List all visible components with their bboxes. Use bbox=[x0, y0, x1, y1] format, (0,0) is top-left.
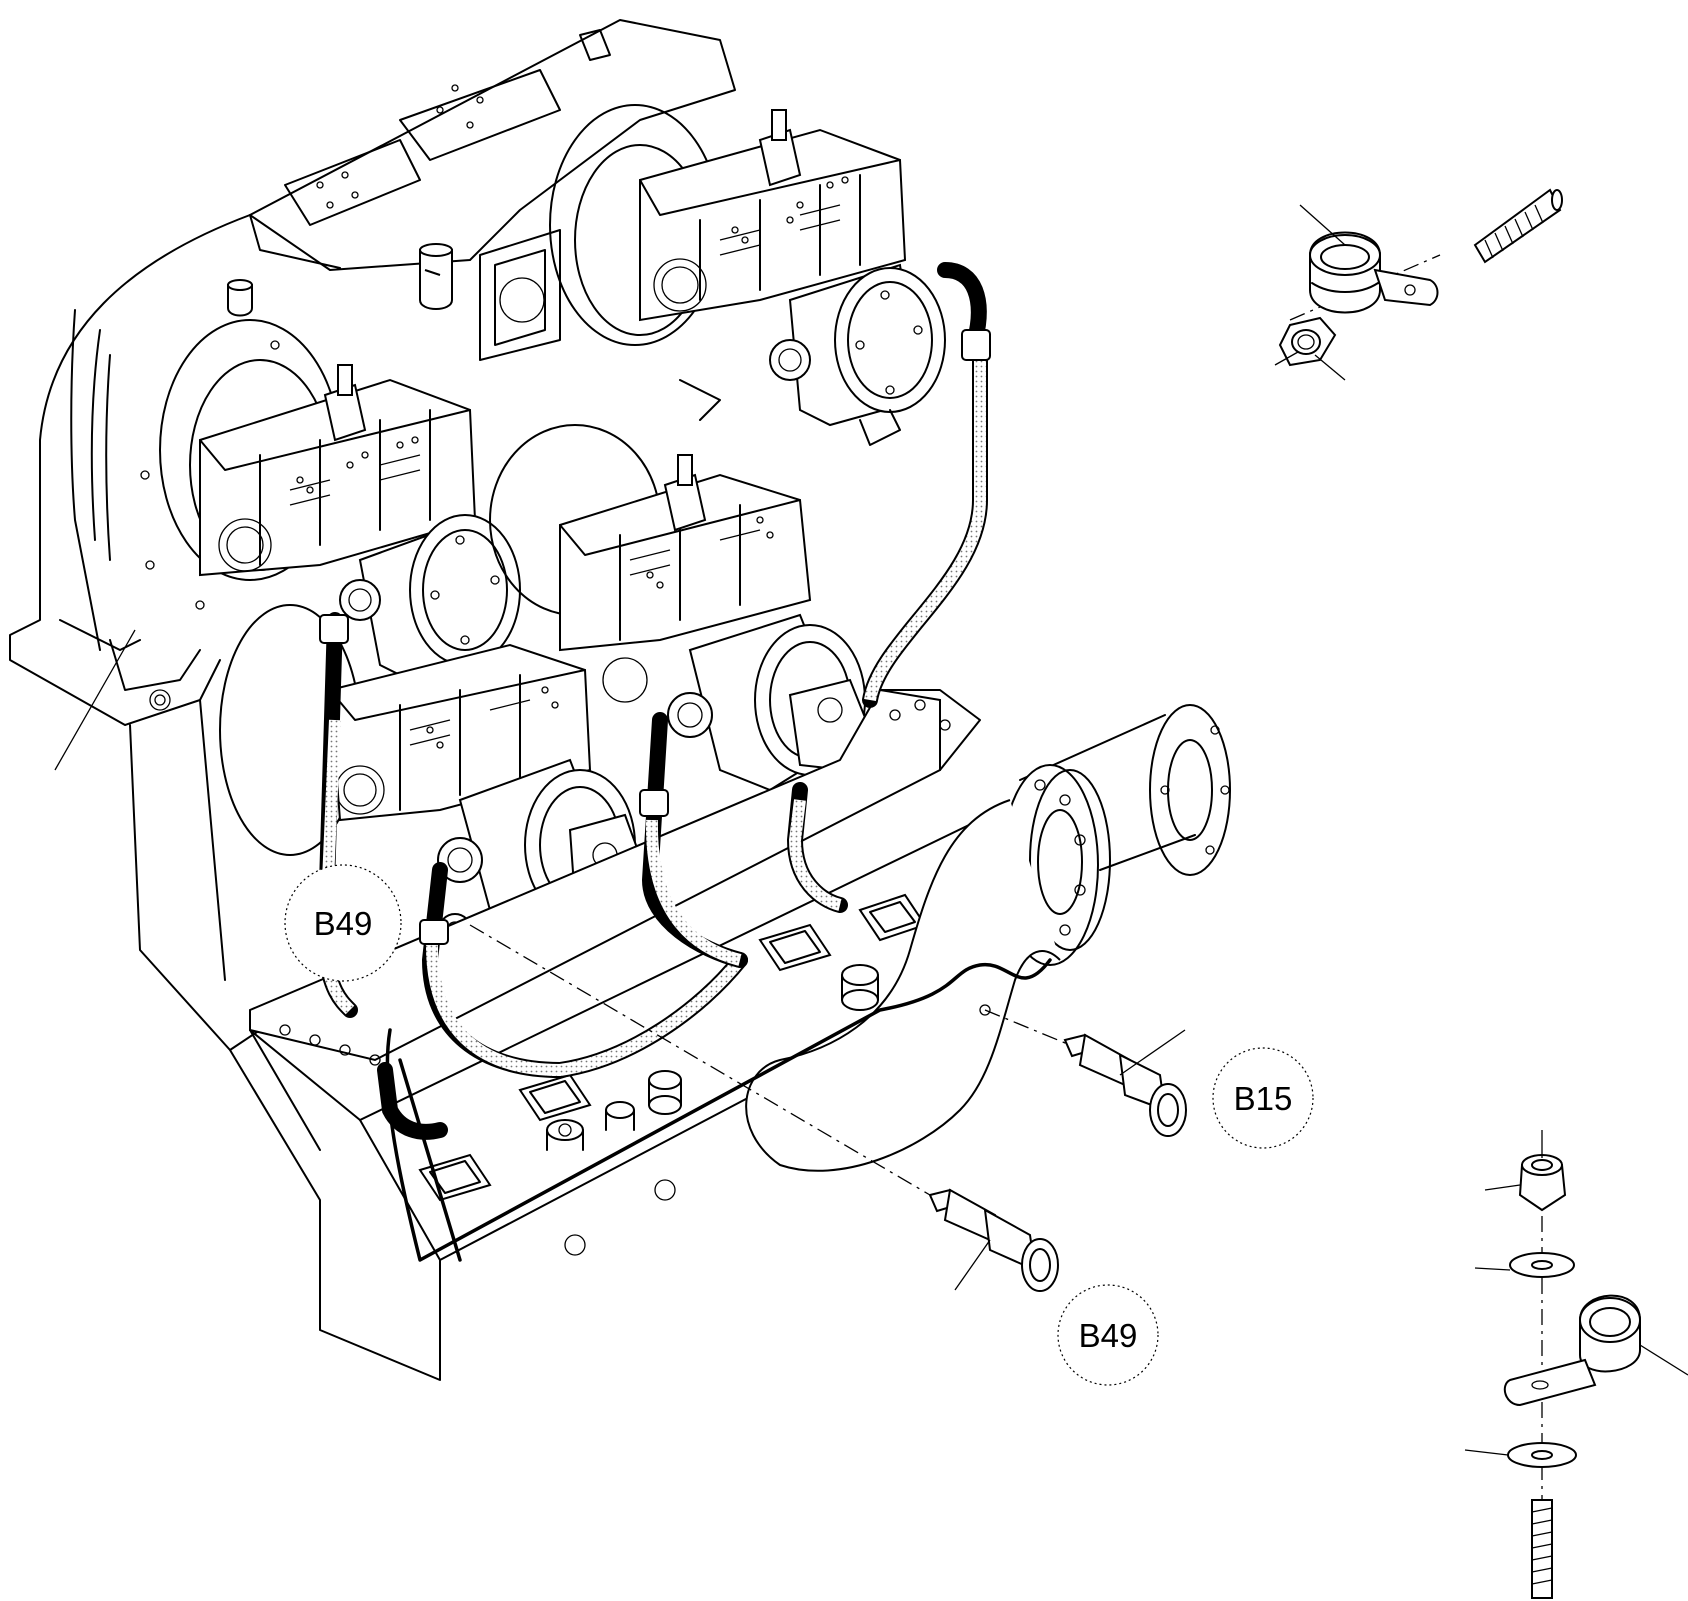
centerline-clip-top bbox=[1289, 254, 1441, 321]
callout-b49-lower: B49 bbox=[1057, 1284, 1159, 1386]
sensor-b49 bbox=[928, 1188, 1059, 1292]
hose-clamp-top bbox=[1274, 188, 1563, 381]
drive-shaft bbox=[745, 704, 1231, 1172]
pump-unit-left bbox=[140, 319, 521, 682]
sensor-cable bbox=[385, 958, 1052, 1262]
pump-unit-middle bbox=[489, 424, 872, 792]
callout-b49-lower-label: B49 bbox=[1079, 1317, 1138, 1354]
leader-line-left bbox=[54, 629, 136, 771]
callout-b15-label: B15 bbox=[1234, 1080, 1293, 1117]
gearbox-housing bbox=[9, 19, 736, 1381]
callout-b49-upper-label: B49 bbox=[314, 905, 373, 942]
pump-unit-top bbox=[479, 104, 946, 446]
callout-b15: B15 bbox=[1212, 1047, 1314, 1149]
hydraulic-hoses bbox=[316, 262, 991, 1140]
centerline-b49 bbox=[469, 924, 931, 1196]
callout-b49-upper: B49 bbox=[284, 864, 402, 982]
sensor-b15 bbox=[1063, 1033, 1187, 1137]
centerline-b15 bbox=[984, 1009, 1071, 1046]
leader-line-b49 bbox=[954, 1239, 991, 1291]
leader-line-b15 bbox=[1119, 1029, 1186, 1076]
hose-clamp-stack bbox=[1464, 1130, 1688, 1599]
